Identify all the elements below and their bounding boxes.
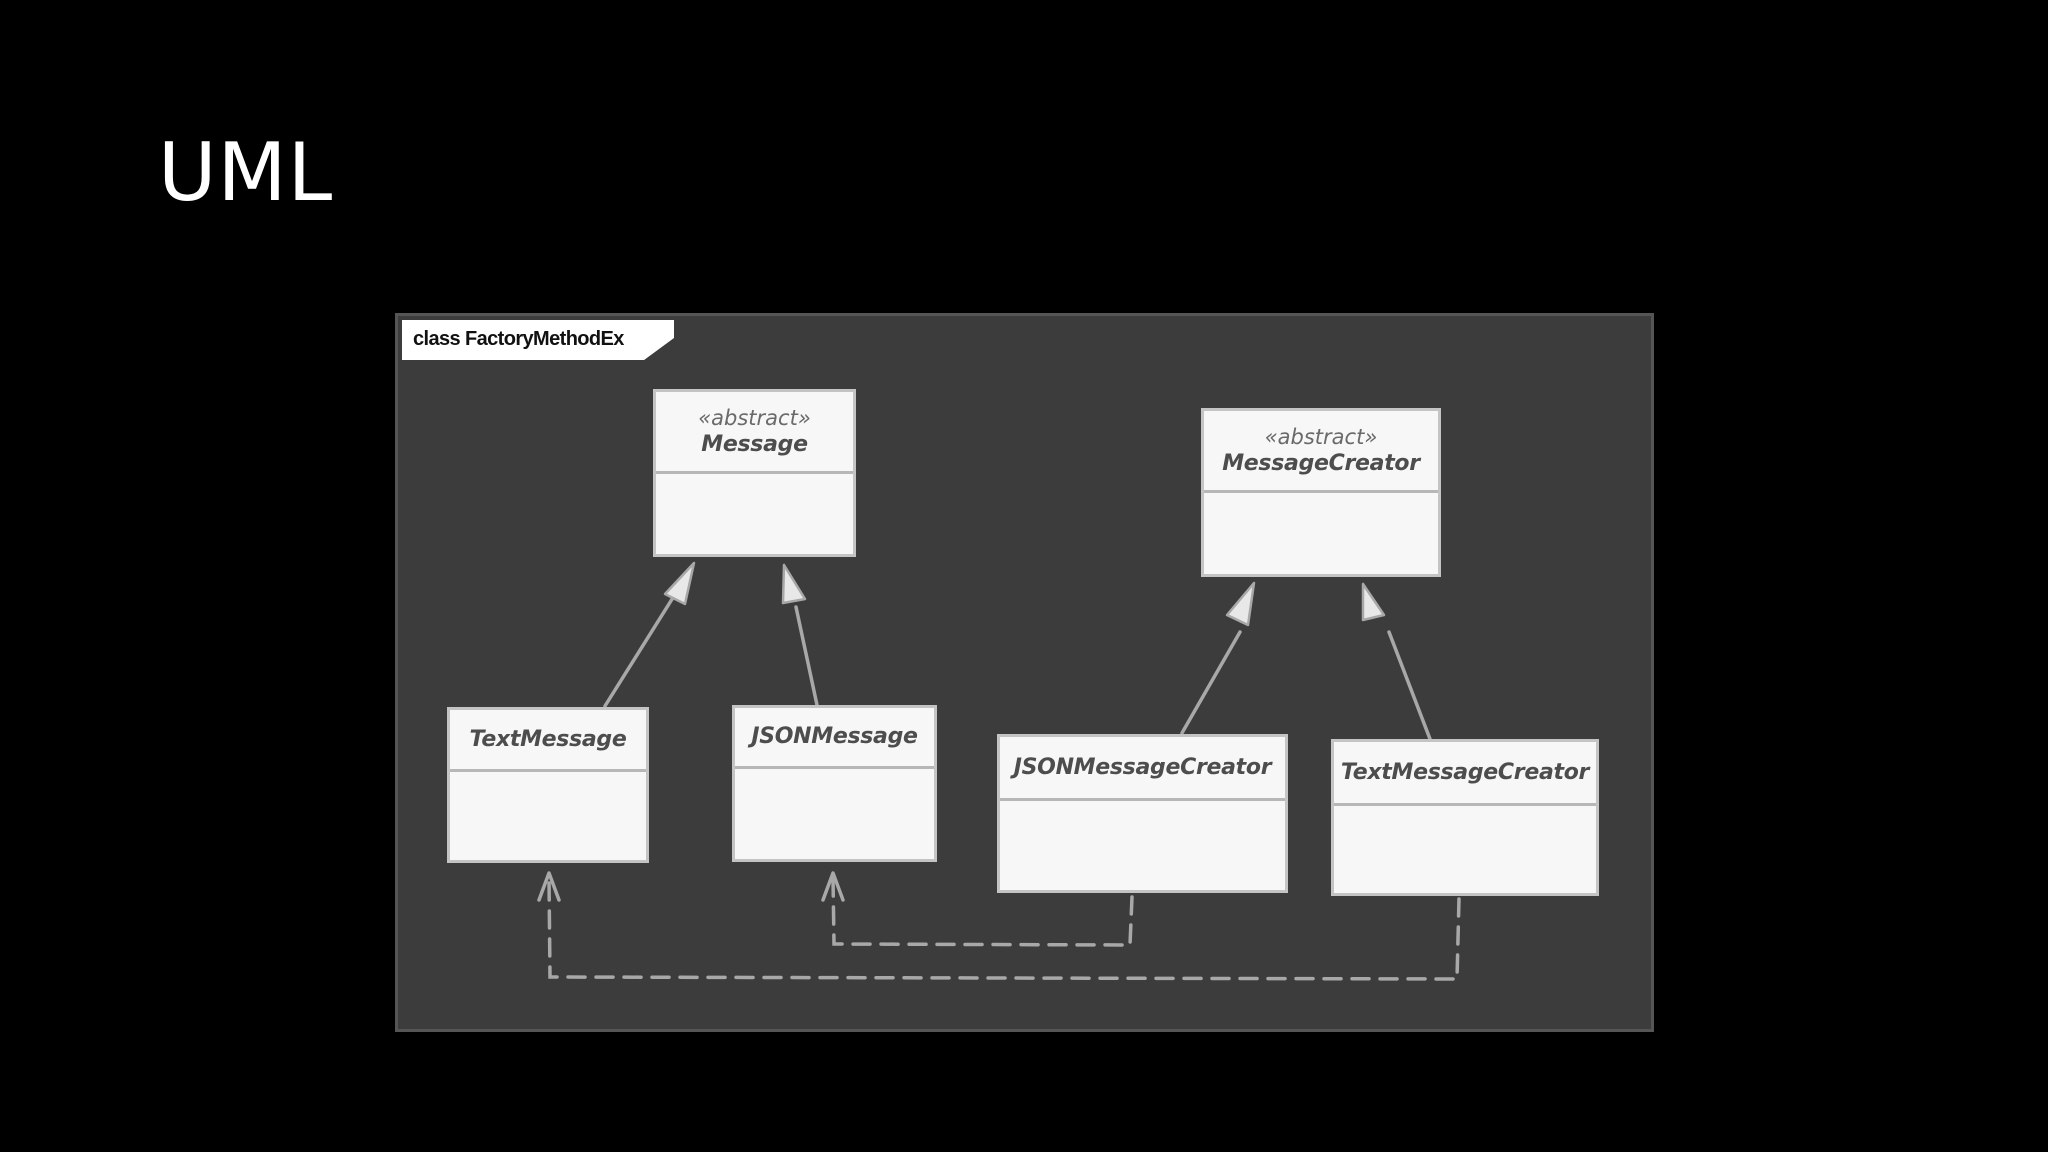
generalization-jsonmessagecreator-messagecreator	[1180, 630, 1242, 735]
class-name: JSONMessage	[751, 724, 918, 749]
inheritance-arrowhead	[781, 563, 807, 605]
generalization-textmessage-message	[603, 586, 681, 708]
inheritance-arrowhead	[1361, 582, 1386, 622]
class-body	[735, 769, 934, 859]
class-name: TextMessage	[469, 726, 627, 752]
inheritance-arrowhead	[1225, 581, 1256, 627]
class-body	[1334, 806, 1596, 893]
dependency-textmessagecreator-textmessage	[547, 876, 1461, 981]
slide-title: UML	[158, 126, 334, 219]
class-header: TextMessage	[450, 710, 646, 772]
class-text-message-creator: TextMessageCreator	[1331, 739, 1599, 896]
class-header: JSONMessageCreator	[1000, 737, 1285, 801]
relationship-lines	[537, 561, 1461, 981]
stereotype-label: «abstract»	[698, 405, 811, 430]
class-name: JSONMessageCreator	[1013, 754, 1272, 780]
class-header: JSONMessage	[735, 708, 934, 769]
generalization-jsonmessage-message	[794, 605, 819, 707]
class-body	[1000, 801, 1285, 890]
dependency-jsonmessagecreator-jsonmessage	[831, 876, 1134, 947]
uml-class-diagram: class FactoryMethodEx «abstract» Message…	[395, 313, 1654, 1032]
class-name: MessageCreator	[1222, 450, 1420, 476]
class-text-message: TextMessage	[447, 707, 649, 863]
class-header: TextMessageCreator	[1334, 742, 1596, 806]
class-header: «abstract» Message	[656, 392, 853, 474]
class-message-creator: «abstract» MessageCreator	[1201, 408, 1441, 577]
class-json-message-creator: JSONMessageCreator	[997, 734, 1288, 893]
class-body	[1204, 493, 1438, 574]
class-body	[450, 772, 646, 860]
class-name: TextMessageCreator	[1340, 759, 1590, 785]
class-body	[656, 474, 853, 554]
diagram-frame-label: class FactoryMethodEx	[402, 320, 674, 360]
generalization-textmessagecreator-messagecreator	[1387, 630, 1432, 741]
frame-label-text: class FactoryMethodEx	[413, 328, 624, 350]
dependency-arrowhead	[821, 871, 845, 902]
class-json-message: JSONMessage	[732, 705, 937, 862]
class-name: Message	[701, 431, 808, 457]
dependency-arrowhead	[537, 871, 561, 902]
stereotype-label: «abstract»	[1264, 424, 1378, 449]
class-header: «abstract» MessageCreator	[1204, 411, 1438, 493]
inheritance-arrowhead	[663, 561, 696, 606]
class-message: «abstract» Message	[653, 389, 856, 557]
